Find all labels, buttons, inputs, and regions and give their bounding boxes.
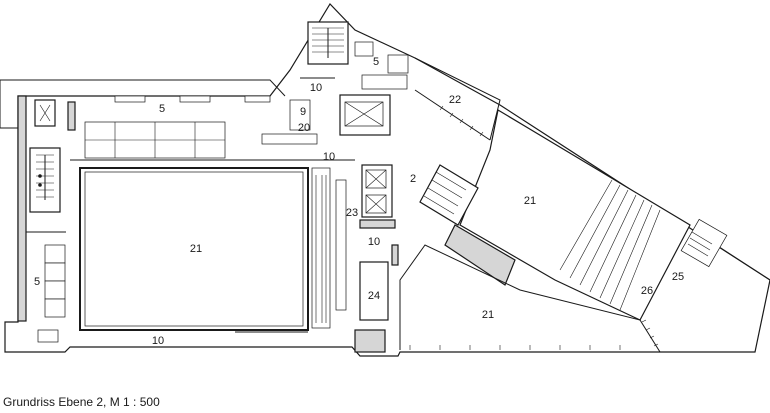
room-label-5: 5 xyxy=(373,56,379,68)
room-label-2: 2 xyxy=(410,173,416,185)
office-row xyxy=(67,95,355,161)
room-label-21: 21 xyxy=(524,195,536,207)
upper-offices xyxy=(300,21,409,90)
room-label-10: 10 xyxy=(310,82,322,94)
room-label-23: 23 xyxy=(346,207,358,219)
room-label-9: 9 xyxy=(300,106,306,118)
room-label-10: 10 xyxy=(152,335,164,347)
room-label-10: 10 xyxy=(368,236,380,248)
lift-core xyxy=(289,94,399,353)
room-22 xyxy=(414,89,491,141)
room-label-26: 26 xyxy=(641,285,653,297)
central-stair xyxy=(419,164,479,226)
plan-caption: Grundriss Ebene 2, M 1 : 500 xyxy=(3,395,160,409)
room-label-5: 5 xyxy=(159,103,165,115)
room-label-21: 21 xyxy=(482,309,494,321)
hall-left xyxy=(79,167,347,333)
room-labels: 5 5 5 10 9 20 10 22 2 21 21 21 23 10 24 … xyxy=(34,56,684,347)
room-label-20: 20 xyxy=(298,122,310,134)
left-wing xyxy=(17,95,66,343)
room-label-24: 24 xyxy=(368,290,380,302)
auditorium-right xyxy=(444,109,728,353)
room-label-22: 22 xyxy=(449,94,461,106)
room-label-10: 10 xyxy=(323,151,335,163)
room-label-5: 5 xyxy=(34,276,40,288)
hall-bottom-right xyxy=(359,244,641,350)
room-label-25: 25 xyxy=(672,271,684,283)
room-label-21: 21 xyxy=(190,243,202,255)
